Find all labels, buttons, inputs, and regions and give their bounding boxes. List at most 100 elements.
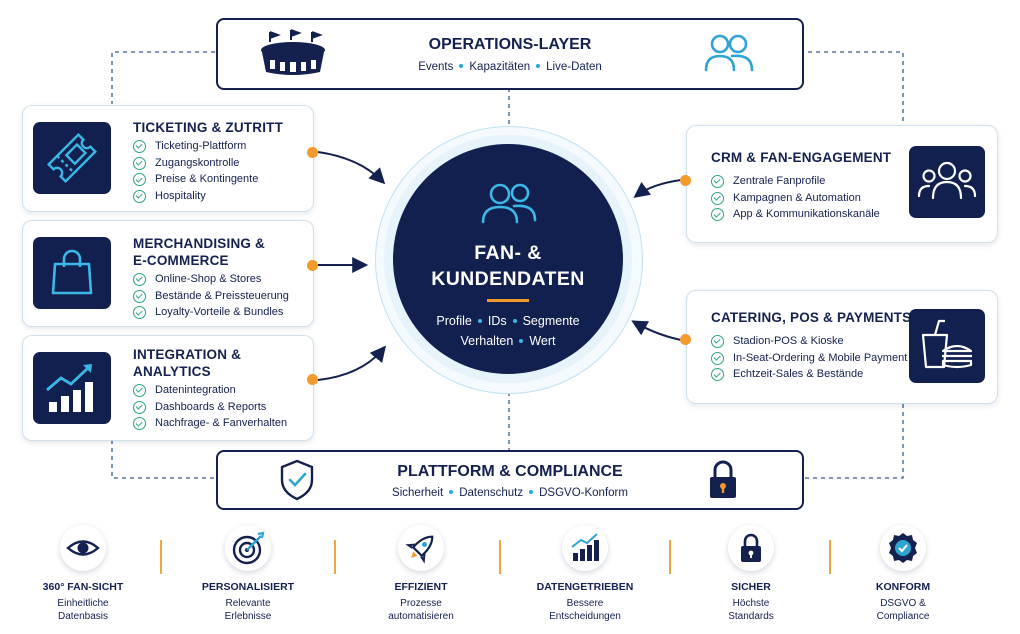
list-item: Hospitality <box>133 188 258 205</box>
check-icon <box>133 273 146 287</box>
feature-line: DSGVO & <box>880 598 926 609</box>
list-item-label: Datenintegration <box>155 384 236 396</box>
list-item-label: Hospitality <box>155 189 206 202</box>
users-icon <box>917 161 977 200</box>
bullet-dot <box>477 318 482 323</box>
list-item: Dashboards & Reports <box>133 399 287 416</box>
list-item: Kampagnen & Automation <box>711 190 880 207</box>
connector-dot <box>307 147 318 158</box>
list-item: Datenintegration <box>133 382 287 399</box>
feature-icon-circle <box>225 525 271 571</box>
integration-module: INTEGRATION & ANALYTICS Datenintegration… <box>22 335 314 441</box>
hub-title-line1: FAN- & <box>474 242 542 264</box>
module-title-line: ANALYTICS <box>133 364 211 379</box>
bullet-dot <box>449 489 454 494</box>
feature-separator <box>669 540 671 574</box>
catering-tile <box>909 309 985 383</box>
feature-list: Datenintegration Dashboards & Reports Na… <box>133 382 287 432</box>
feature-icon-circle <box>562 525 608 571</box>
target-icon <box>232 531 265 565</box>
users-icon <box>481 183 537 224</box>
check-icon <box>133 140 146 154</box>
check-icon <box>711 191 724 205</box>
list-item: Stadion-POS & Kioske <box>711 333 907 350</box>
shopping-bag-icon <box>51 249 93 295</box>
check-icon <box>133 400 146 414</box>
ticketing-module: TICKETING & ZUTRITT Ticketing-Plattform … <box>22 105 314 212</box>
feature-line: Relevante <box>225 598 271 609</box>
feature-icon-circle <box>728 525 774 571</box>
feature-line: Prozesse <box>400 598 442 609</box>
feature-list: Zentrale Fanprofile Kampagnen & Automati… <box>711 173 880 223</box>
hub-item: Verhalten <box>460 334 514 348</box>
feature-separator <box>160 540 162 574</box>
operations-item: Live-Daten <box>546 61 602 73</box>
feature-line: Compliance <box>876 611 930 622</box>
integration-tile <box>33 352 111 424</box>
list-item: App & Kommunikationskanäle <box>711 206 880 223</box>
feature-title: SICHER <box>731 581 771 593</box>
list-item-label: Ticketing-Plattform <box>155 140 247 152</box>
module-title-line: INTEGRATION & <box>133 347 242 362</box>
list-item: Ticketing-Plattform <box>133 138 258 155</box>
users-icon <box>704 34 754 72</box>
list-item: In-Seat-Ordering & Mobile Payment <box>711 350 907 367</box>
operations-item: Events <box>418 61 454 73</box>
feature-line: Einheitliche <box>57 598 109 609</box>
list-item-label: Echtzeit-Sales & Bestände <box>733 368 864 381</box>
hub-title-line2: KUNDENDATEN <box>431 268 585 290</box>
feature-separator <box>829 540 831 574</box>
feature-list: Ticketing-Plattform Zugangskontrolle Pre… <box>133 138 258 204</box>
feature-line: Standards <box>728 611 774 622</box>
hub-row2: Verhalten Wert <box>393 334 623 348</box>
feature-line: Höchste <box>732 598 770 609</box>
list-item: Online-Shop & Stores <box>133 271 289 288</box>
list-item: Loyalty-Vorteile & Bundles <box>133 304 289 321</box>
module-title: CATERING, POS & PAYMENTS <box>711 309 911 326</box>
module-title: MERCHANDISING & E-COMMERCE <box>133 235 265 269</box>
catering-module: CATERING, POS & PAYMENTS Stadion-POS & K… <box>686 290 998 404</box>
check-icon <box>711 368 724 382</box>
feature-line: Erlebnisse <box>224 611 272 622</box>
hub-item: Profile <box>436 314 472 328</box>
rocket-icon <box>405 535 434 564</box>
module-title: INTEGRATION & ANALYTICS <box>133 346 241 380</box>
list-item-label: Dashboards & Reports <box>155 400 267 413</box>
crm-tile <box>909 146 985 218</box>
list-item-label: Zentrale Fanprofile <box>733 175 826 187</box>
platform-title: PLATTFORM & COMPLIANCE <box>397 463 623 480</box>
feature-separator <box>499 540 501 574</box>
list-item-label: Nachfrage- & Fanverhalten <box>155 417 288 430</box>
stadium-icon <box>261 29 325 75</box>
list-item: Bestände & Preissteuerung <box>133 288 289 305</box>
crm-module: CRM & FAN-ENGAGEMENT Zentrale Fanprofile… <box>686 125 998 243</box>
check-icon <box>133 289 146 303</box>
feature-icon-circle <box>880 525 926 571</box>
shield-check-icon <box>280 459 314 501</box>
list-item-label: Online-Shop & Stores <box>155 273 262 285</box>
module-title-line: MERCHANDISING & <box>133 236 266 251</box>
module-title-line: E-COMMERCE <box>133 253 229 268</box>
platform-item: DSGVO-Konform <box>539 487 628 499</box>
list-item-label: App & Kommunikationskanäle <box>733 208 880 221</box>
check-icon <box>133 384 146 398</box>
module-title: CRM & FAN-ENGAGEMENT <box>711 149 891 166</box>
operations-item: Kapazitäten <box>469 61 531 73</box>
lock-icon <box>741 533 761 562</box>
check-icon <box>711 351 724 365</box>
bar-chart-icon <box>571 533 599 561</box>
feature-separator <box>334 540 336 574</box>
feature-title: EFFIZIENT <box>394 581 448 593</box>
check-icon <box>711 208 724 222</box>
check-icon <box>133 417 146 431</box>
ticketing-tile <box>33 122 111 194</box>
hub-item: Wert <box>529 334 556 348</box>
list-item-label: Stadion-POS & Kioske <box>733 335 844 347</box>
eye-icon <box>66 540 100 556</box>
check-icon <box>133 190 146 204</box>
module-title-line: TICKETING & ZUTRITT <box>133 120 284 135</box>
